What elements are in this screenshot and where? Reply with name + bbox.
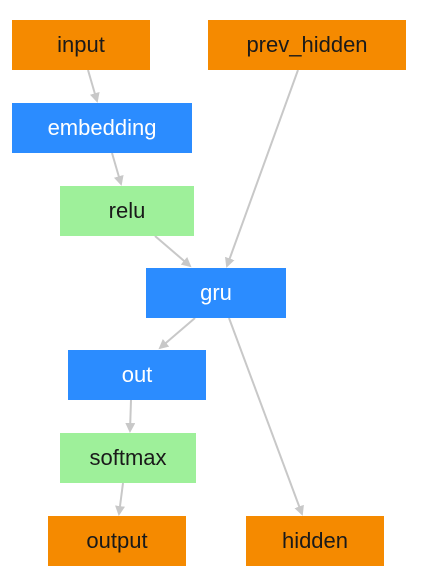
node-input: input: [12, 20, 150, 70]
node-relu: relu: [60, 186, 194, 236]
node-output: output: [48, 516, 186, 566]
node-embedding: embedding: [12, 103, 192, 153]
edge-relu-gru: [154, 235, 192, 268]
edge-gru-hidden: [228, 317, 304, 516]
node-prev-hidden: prev_hidden: [208, 20, 406, 70]
edge-out-softmax: [125, 399, 136, 433]
edge-input-embedding: [87, 69, 100, 103]
node-hidden: hidden: [246, 516, 384, 566]
edge-softmax-output: [115, 482, 125, 516]
node-gru: gru: [146, 268, 286, 318]
edge-prevhidden-gru: [225, 69, 299, 268]
node-out: out: [68, 350, 206, 400]
edge-embedding-relu: [111, 152, 124, 186]
node-softmax: softmax: [60, 433, 196, 483]
edge-gru-out: [158, 317, 196, 350]
